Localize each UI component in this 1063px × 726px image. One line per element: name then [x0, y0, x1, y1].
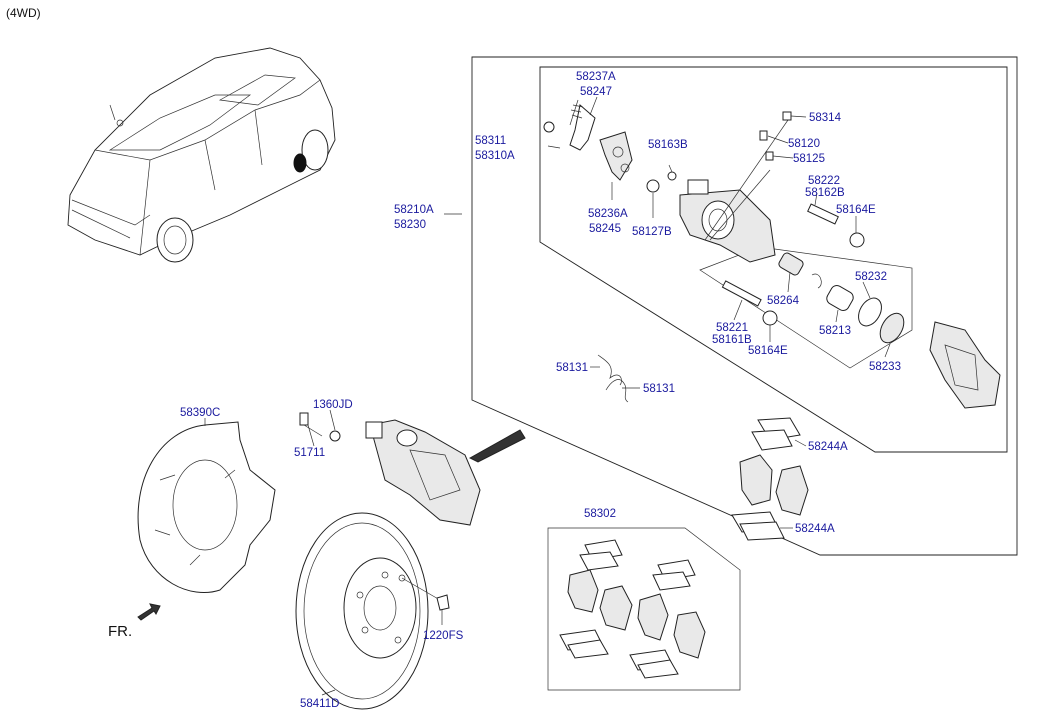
label-58233[interactable]: 58233: [869, 361, 901, 373]
label-58411D[interactable]: 58411D: [300, 698, 339, 710]
label-58232[interactable]: 58232: [855, 271, 887, 283]
disc-screw: [401, 577, 450, 611]
leader-lines: [204, 96, 891, 696]
caliper-assembly-frame: [471, 56, 1018, 556]
label-58244A-lower[interactable]: 58244A: [795, 523, 835, 535]
label-58162B[interactable]: 58162B: [805, 187, 845, 199]
label-58125[interactable]: 58125: [793, 153, 825, 165]
brake-pads-frame: [739, 454, 809, 516]
label-58120[interactable]: 58120: [788, 138, 820, 150]
front-direction-label: FR.: [108, 623, 132, 640]
label-58244A-upper[interactable]: 58244A: [808, 441, 848, 453]
label-58264[interactable]: 58264: [767, 295, 800, 307]
bleeder-screws: [704, 111, 792, 241]
label-58390C[interactable]: 58390C: [180, 407, 220, 419]
label-58213[interactable]: 58213: [819, 325, 851, 337]
label-1360JD[interactable]: 1360JD: [313, 399, 353, 411]
label-58210A[interactable]: 58210A: [394, 204, 434, 216]
guide-pin-upper: [807, 203, 865, 248]
hub-bolt-and-washer: [299, 412, 341, 442]
label-58131-right[interactable]: 58131: [643, 383, 675, 395]
label-58222[interactable]: 58222: [808, 175, 840, 187]
label-58310A[interactable]: 58310A: [475, 150, 515, 162]
parking-brake-lever: [543, 99, 596, 151]
label-58164E-lower[interactable]: 58164E: [748, 345, 788, 357]
label-58131-left[interactable]: 58131: [556, 362, 588, 374]
label-58302[interactable]: 58302: [584, 508, 616, 520]
label-58221[interactable]: 58221: [716, 322, 748, 334]
label-58314[interactable]: 58314: [809, 112, 842, 124]
label-58245[interactable]: 58245: [589, 223, 621, 235]
pad-clips-lower: [731, 511, 785, 541]
dust-shield: [137, 421, 276, 594]
vehicle-illustration: [67, 47, 336, 263]
caliper-carrier: [929, 321, 1001, 409]
label-58161B[interactable]: 58161B: [712, 334, 752, 346]
label-58230[interactable]: 58230: [394, 219, 426, 231]
caliper-housing-subframe: [539, 66, 1008, 453]
guide-pin-lower: [721, 280, 778, 326]
pad-clips-upper: [751, 417, 801, 451]
piston-parts: [778, 252, 905, 344]
label-58127B[interactable]: 58127B: [632, 226, 672, 238]
variant-label: (4WD): [6, 6, 41, 20]
label-58164E-upper[interactable]: 58164E: [836, 204, 876, 216]
spring-clips: [597, 354, 629, 403]
front-arrow: [137, 603, 161, 621]
brake-caliper-body: [646, 171, 776, 263]
label-58236A[interactable]: 58236A: [588, 208, 628, 220]
pad-kit-parts: [559, 539, 706, 679]
label-58247[interactable]: 58247: [580, 86, 612, 98]
label-58311[interactable]: 58311: [475, 135, 506, 147]
caliper-assembly: [365, 419, 481, 526]
pad-kit-frame: [547, 527, 741, 691]
brake-disc: [295, 512, 429, 710]
assembly-arrow: [468, 429, 526, 463]
part-number-labels: 58237A 58247 58314 58311 58310A 58163B 5…: [108, 71, 901, 710]
label-58163B[interactable]: 58163B: [648, 139, 688, 151]
label-1220FS[interactable]: 1220FS: [423, 630, 464, 642]
label-58237A[interactable]: 58237A: [576, 71, 616, 83]
label-51711[interactable]: 51711: [294, 447, 325, 459]
caliper-bracket-small: [599, 131, 633, 181]
